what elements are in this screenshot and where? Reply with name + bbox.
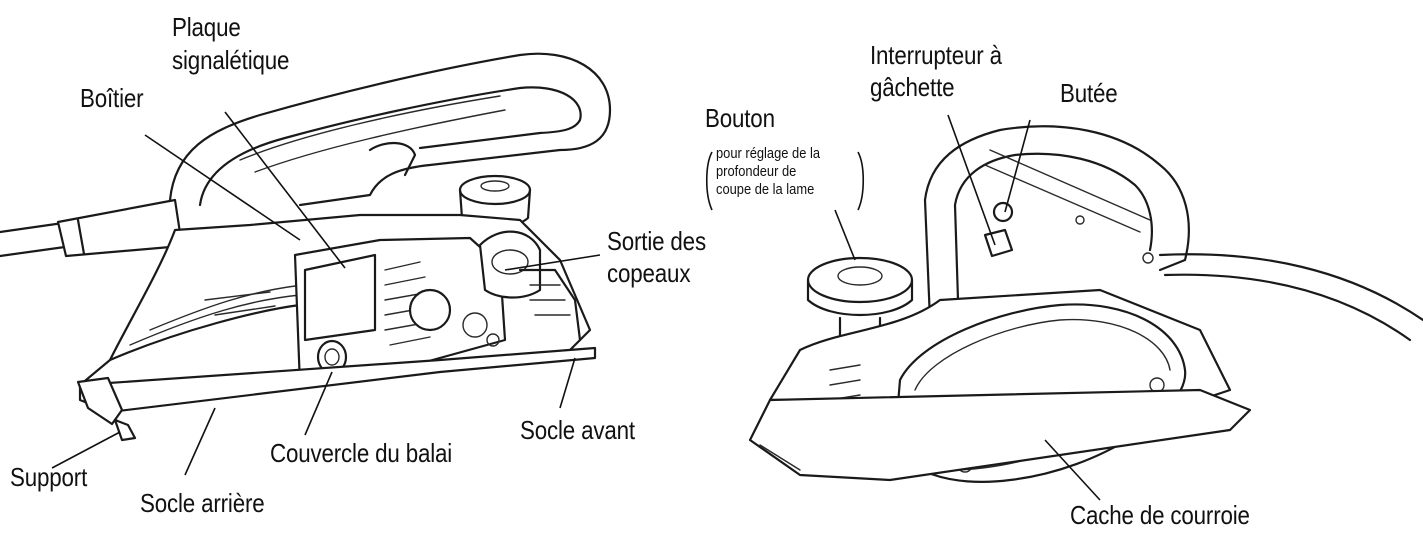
label-couvercle: Couvercle du balai — [270, 438, 453, 468]
label-bouton-note-1: pour réglage de la — [716, 145, 821, 162]
note-close-bracket — [857, 151, 865, 211]
label-cache: Cache de courroie — [1070, 500, 1250, 530]
label-bouton: Bouton — [705, 103, 775, 133]
note-open-bracket — [705, 151, 713, 211]
vent-slots-left — [384, 261, 431, 346]
label-gachette: gâchette — [870, 72, 955, 102]
leader-lines — [51, 111, 1101, 501]
label-bouton-note-2: profondeur de — [716, 163, 797, 180]
label-butee: Butée — [1060, 78, 1118, 108]
label-boitier: Boîtier — [80, 83, 144, 113]
right-planer-drawing — [748, 125, 1423, 483]
label-support: Support — [10, 462, 88, 492]
label-socle-avant: Socle avant — [520, 415, 635, 445]
label-interrupteur: Interrupteur à — [870, 40, 1002, 70]
left-planer-drawing — [0, 52, 612, 442]
label-signaletique: signalétique — [172, 45, 290, 75]
label-sortie: Sortie des — [607, 226, 706, 256]
label-copeaux: copeaux — [607, 258, 691, 288]
label-plaque: Plaque — [172, 12, 241, 42]
label-socle-arriere: Socle arrière — [140, 488, 265, 518]
label-bouton-note-3: coupe de la lame — [716, 181, 815, 198]
